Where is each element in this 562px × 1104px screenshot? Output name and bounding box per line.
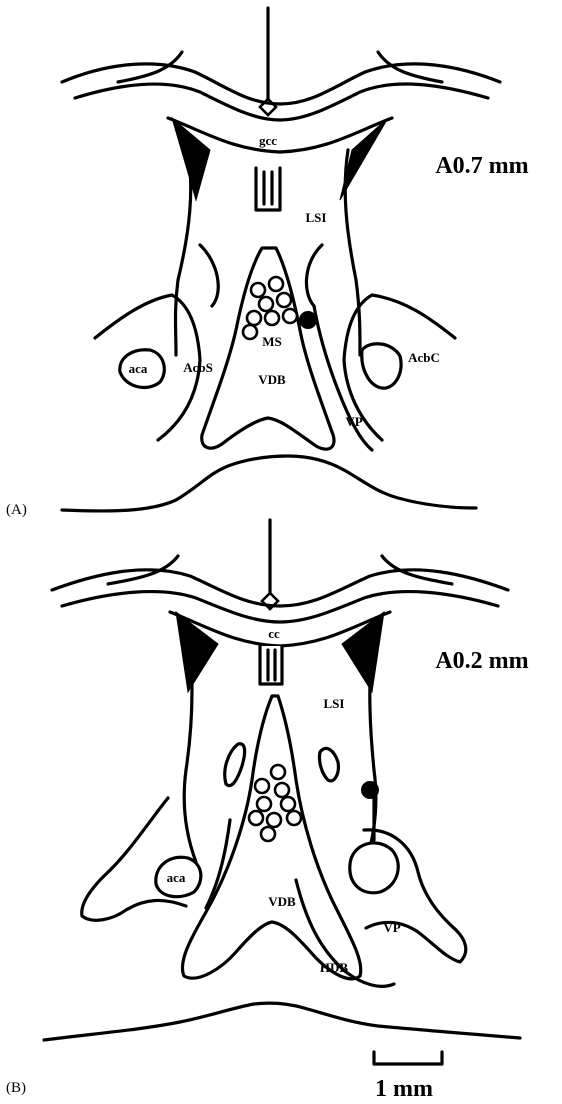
- region-label-acbs-a: AcbS: [183, 360, 213, 375]
- labeled-cells-b: [249, 765, 301, 841]
- region-label-ms-a: MS: [262, 334, 282, 349]
- cell-a2: [269, 277, 283, 291]
- region-label-commissure-a: gcc: [259, 133, 277, 148]
- commissure-outer-b: [52, 570, 508, 606]
- base-line-a: [62, 456, 476, 511]
- fornix-b: [260, 646, 282, 684]
- acbc-island-a: [362, 344, 401, 388]
- fornix-a: [256, 168, 280, 210]
- region-label-lsi-a: LSI: [306, 210, 327, 225]
- region-label-acbc-a: AcbC: [408, 350, 440, 365]
- scale-bar: [374, 1052, 442, 1064]
- region-label-vp-a: VP: [345, 414, 362, 429]
- septum-left-border-a: [176, 150, 191, 355]
- region-label-commissure-b: cc: [268, 626, 280, 641]
- island-left-small-b: [225, 744, 245, 786]
- commissure-upper-a: [75, 84, 488, 120]
- cell-a8: [243, 325, 257, 339]
- commissure-outer-a: [62, 64, 500, 104]
- striatum-left-b: [206, 820, 230, 908]
- panel-a: gcc LSI MS aca AcbS AcbC VDB VP A0.7 mm …: [6, 8, 529, 518]
- vp-island-b: [350, 843, 398, 893]
- cell-a5: [247, 311, 261, 325]
- cell-a1: [251, 283, 265, 297]
- cell-a3: [259, 297, 273, 311]
- cell-b9: [261, 827, 275, 841]
- cell-b6: [249, 811, 263, 825]
- panel-label-b: (B): [6, 1080, 26, 1096]
- panel-label-a: (A): [6, 502, 27, 518]
- recording-site-b: [361, 781, 379, 799]
- region-label-aca-a: aca: [129, 361, 148, 376]
- region-label-vdb-b: VDB: [268, 894, 296, 909]
- striatum-left-a: [200, 245, 218, 306]
- cell-b5: [281, 797, 295, 811]
- cell-a7: [283, 309, 297, 323]
- region-label-vdb-a: VDB: [258, 372, 286, 387]
- region-label-lsi-b: LSI: [324, 696, 345, 711]
- panel-b: cc LSI aca VDB VP HDB A0.2 mm 1 mm (B): [6, 520, 529, 1102]
- base-line-b: [44, 1003, 520, 1040]
- cell-b4: [257, 797, 271, 811]
- cell-b8: [287, 811, 301, 825]
- region-label-hdb-b: HDB: [320, 960, 349, 975]
- level-label-b: A0.2 mm: [435, 648, 528, 674]
- cell-b3: [275, 783, 289, 797]
- cell-a4: [277, 293, 291, 307]
- cell-b1: [271, 765, 285, 779]
- recording-site-a: [299, 311, 317, 329]
- cell-b2: [255, 779, 269, 793]
- region-label-vp-b: VP: [383, 920, 400, 935]
- level-label-a: A0.7 mm: [435, 153, 528, 179]
- island-right-small-b: [319, 748, 338, 781]
- region-label-aca-b: aca: [167, 870, 186, 885]
- cell-b7: [267, 813, 281, 827]
- cell-a6: [265, 311, 279, 325]
- vp-border-a: [314, 306, 372, 450]
- scale-bar-label: 1 mm: [375, 1076, 433, 1102]
- striatum-right-a: [306, 245, 322, 306]
